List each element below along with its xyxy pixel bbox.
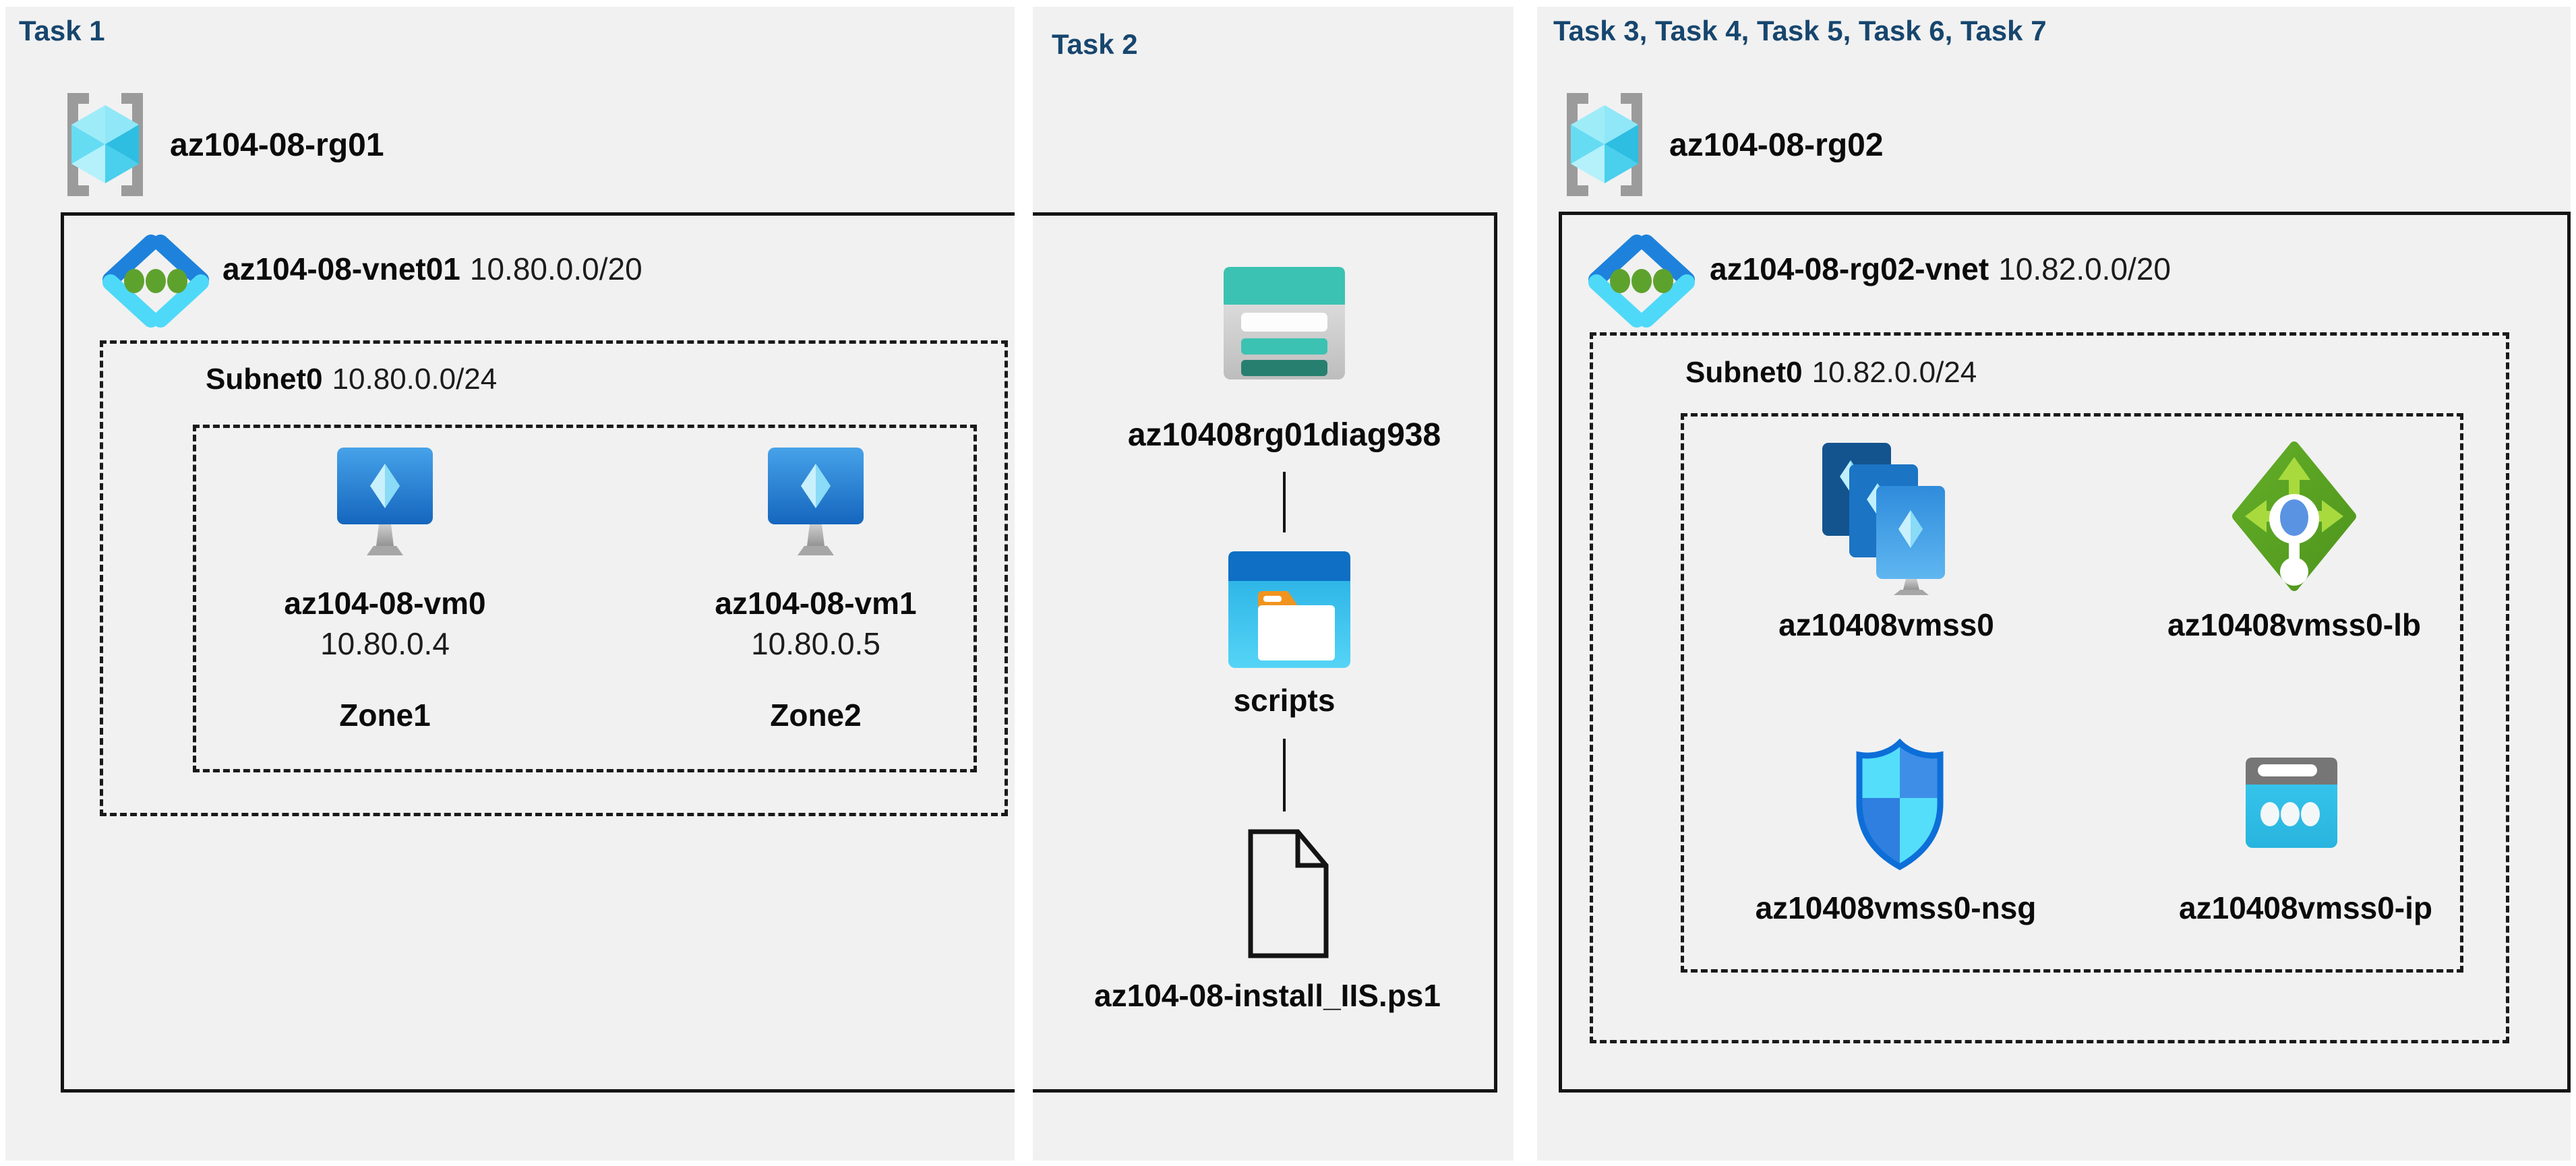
install-script-label: az104-08-install_IIS.ps1 [1094, 978, 1441, 1013]
task1-zones-box [193, 425, 977, 772]
task3-resources-box [1681, 413, 2463, 973]
rg01-label: az104-08-rg01 [170, 127, 384, 163]
task3-subnet-cidr: 10.82.0.0/24 [1811, 356, 1977, 389]
storage-account-label: az10408rg01diag938 [1127, 417, 1441, 453]
vnet01-name: az104-08-vnet01 [222, 251, 460, 286]
task3-panel [1537, 7, 2571, 1161]
vm0-name: az104-08-vm0 [284, 586, 486, 621]
public-ip-icon [2246, 758, 2337, 848]
panel-gap-2 [1514, 0, 1537, 1166]
connector-storage-scripts [1283, 472, 1286, 532]
resource-group-icon [67, 93, 143, 196]
public-ip-label: az10408vmss0-ip [2179, 890, 2432, 925]
task3-subnet-name: Subnet0 [1685, 356, 1803, 389]
virtual-network-icon [102, 235, 209, 328]
task3-title: Task 3, Task 4, Task 5, Task 6, Task 7 [1553, 15, 2047, 47]
connector-scripts-file [1283, 739, 1286, 811]
vm1-zone: Zone2 [770, 698, 862, 733]
virtual-machine-icon [768, 448, 864, 555]
rg02-vnet-boundary-box [1559, 212, 2571, 1093]
task1-subnet-label: Subnet0 10.80.0.0/24 [206, 363, 497, 396]
resource-group-icon [1567, 93, 1642, 196]
nsg-shield-icon [1851, 739, 1948, 871]
vnet01-boundary-box [61, 212, 1497, 1093]
file-document-icon [1248, 829, 1329, 958]
lb-label: az10408vmss0-lb [2167, 607, 2421, 642]
task1-title: Task 1 [19, 15, 105, 47]
vnet01-label: az104-08-vnet01 10.80.0.0/20 [222, 251, 642, 287]
nsg-label: az10408vmss0-nsg [1755, 890, 2037, 925]
rg02-vnet-label: az104-08-rg02-vnet 10.82.0.0/20 [1710, 251, 2171, 287]
task2-title: Task 2 [1052, 28, 1138, 60]
vm0-ip: 10.80.0.4 [320, 626, 450, 661]
scripts-label: scripts [1233, 683, 1336, 718]
task1-panel [5, 7, 1015, 1161]
vm1-name: az104-08-vm1 [715, 586, 917, 621]
vm-scale-set-icon [1822, 443, 1945, 595]
storage-account-icon [1224, 267, 1345, 379]
rg02-vnet-name: az104-08-rg02-vnet [1710, 251, 1989, 286]
task1-subnet0-box [100, 340, 1008, 816]
panel-gap-1 [1015, 0, 1033, 1166]
rg02-label: az104-08-rg02 [1669, 127, 1884, 163]
folder-container-icon [1228, 551, 1350, 668]
task3-subnet0-box [1590, 332, 2509, 1043]
vmss-label: az10408vmss0 [1778, 607, 1994, 642]
vnet01-cidr: 10.80.0.0/20 [469, 251, 642, 286]
vm0-zone: Zone1 [339, 698, 431, 733]
load-balancer-icon [2232, 441, 2356, 591]
task1-subnet-cidr: 10.80.0.0/24 [332, 363, 498, 396]
task1-subnet-name: Subnet0 [206, 363, 323, 396]
virtual-machine-icon [337, 448, 433, 555]
vm1-ip: 10.80.0.5 [751, 626, 880, 661]
virtual-network-icon [1588, 235, 1695, 328]
rg02-vnet-cidr: 10.82.0.0/20 [1998, 251, 2171, 286]
